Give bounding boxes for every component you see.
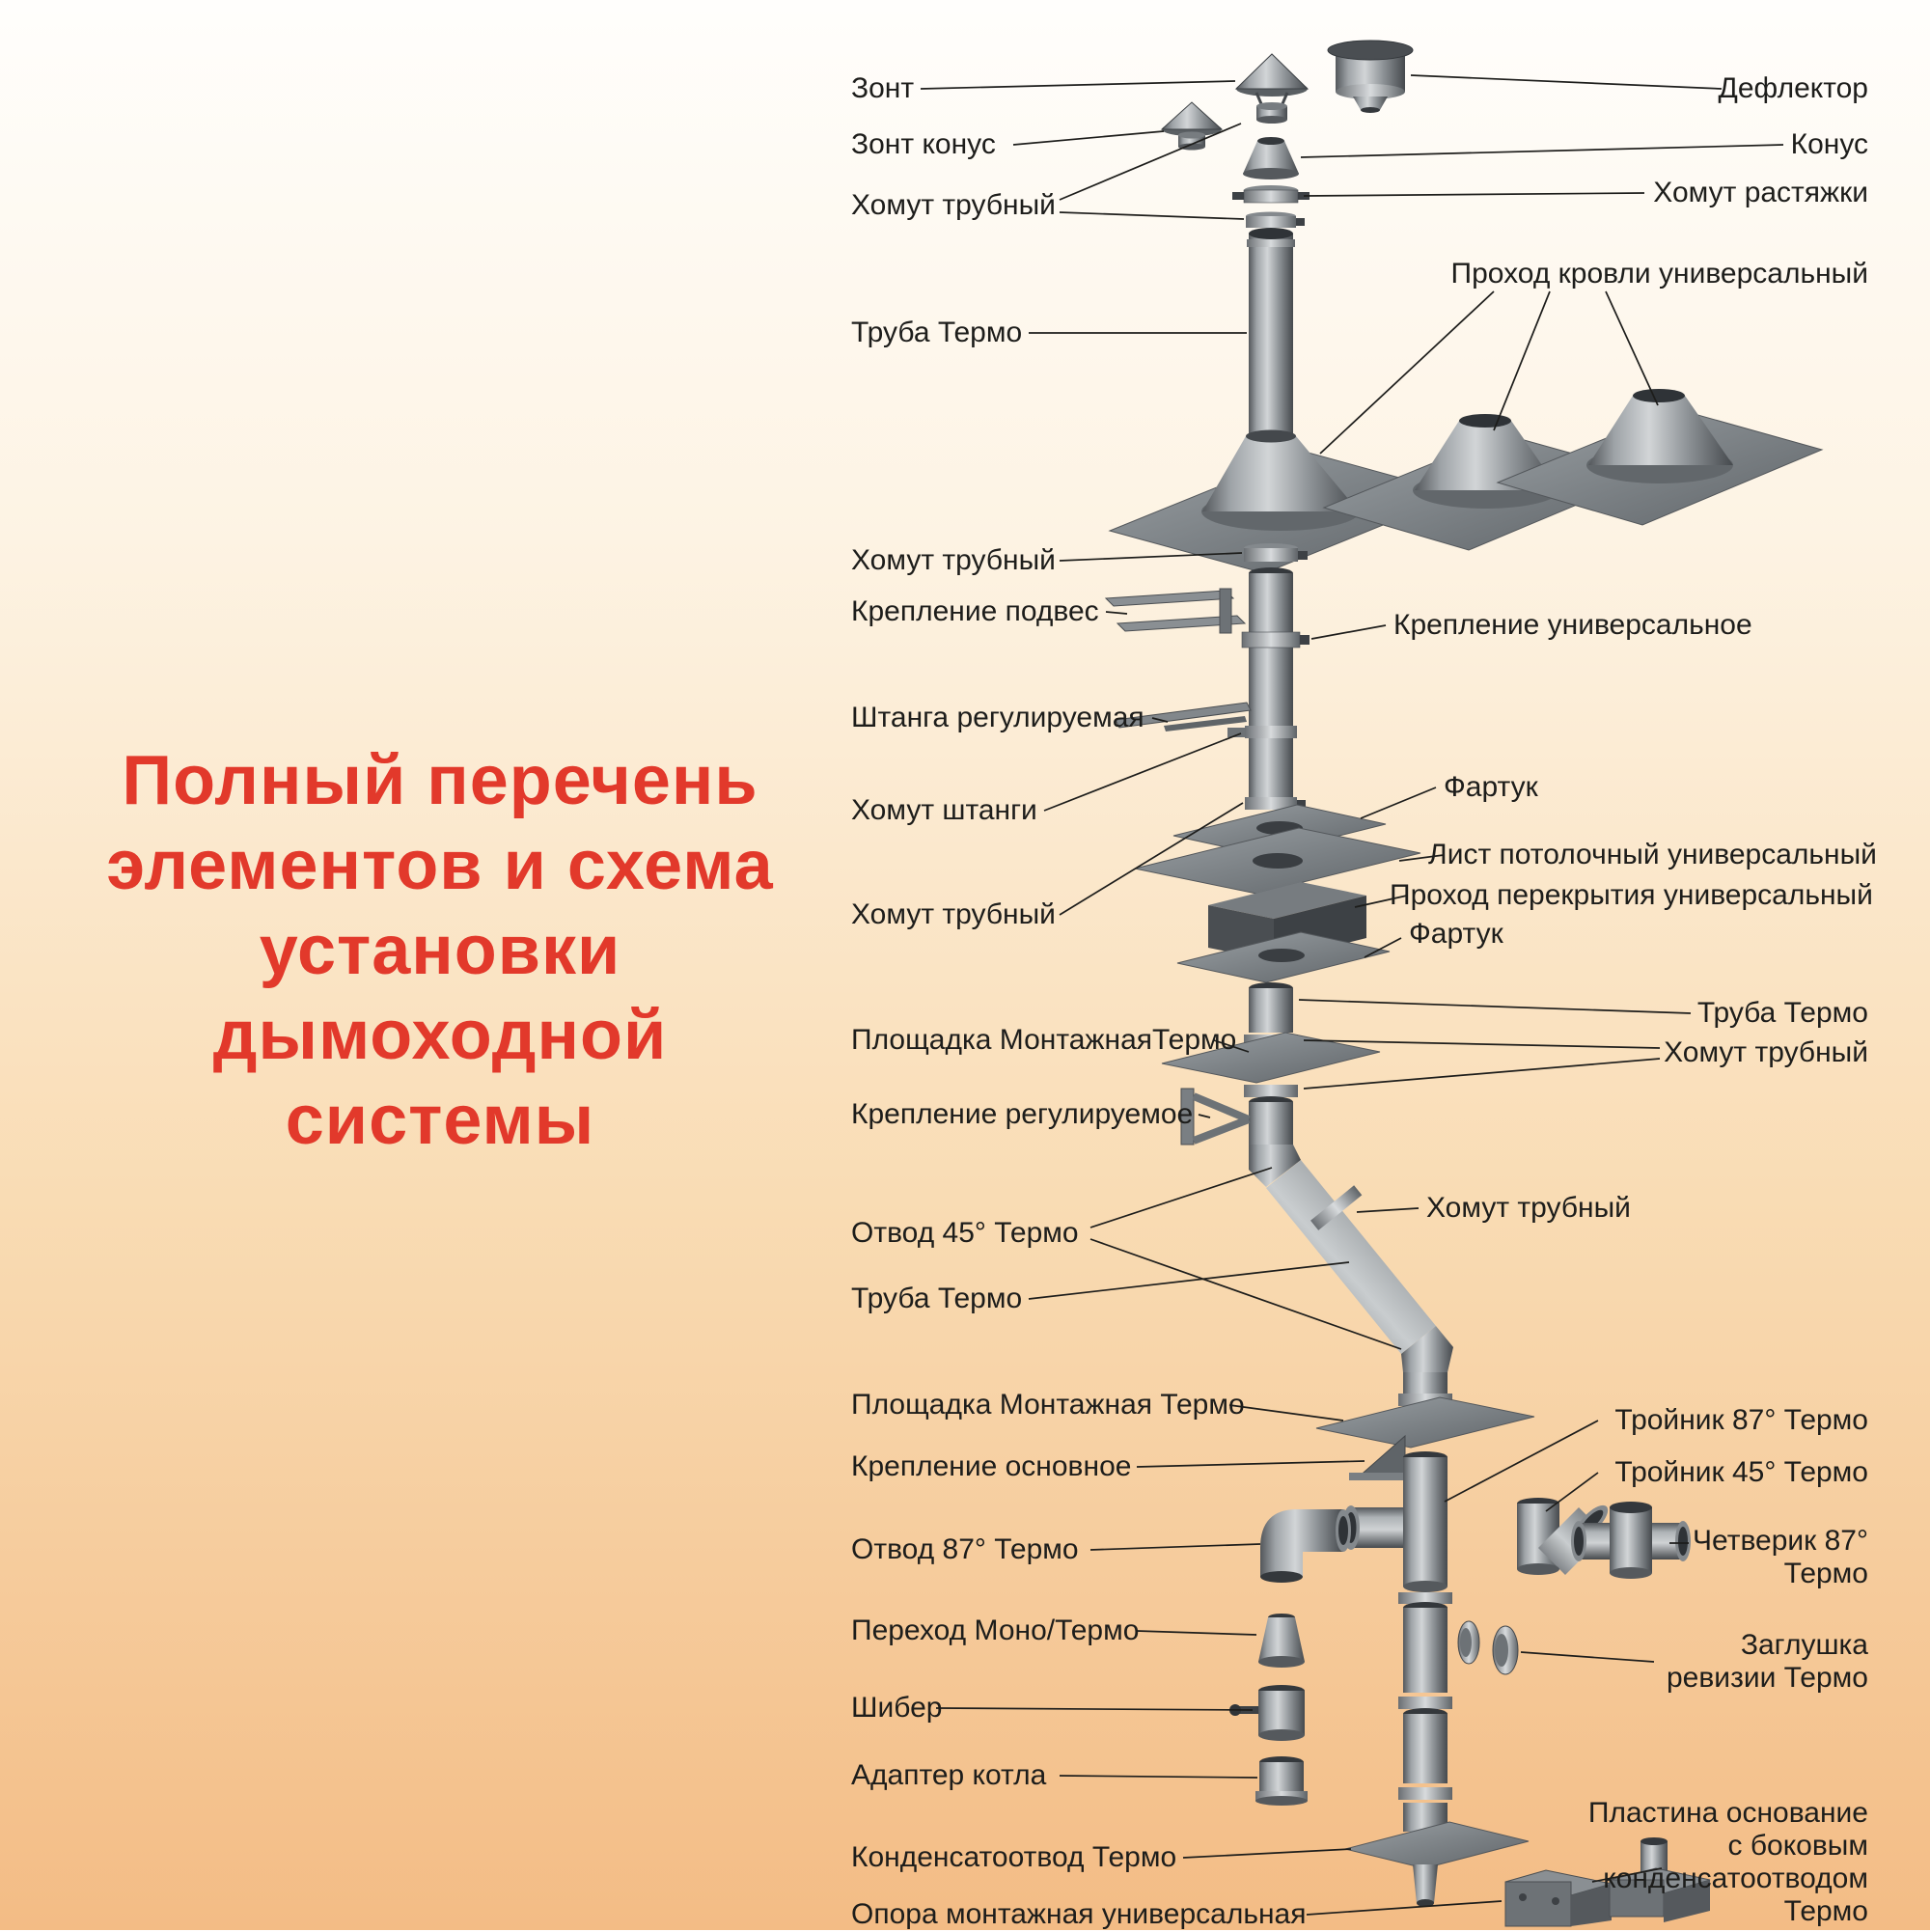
label-kondensatootvod: Конденсатоотвод Термо xyxy=(851,1841,1177,1873)
label-khomut-rastyazhki: Хомут растяжки xyxy=(1653,177,1868,208)
part-otvod-87 xyxy=(1260,1509,1351,1583)
part-zaglushka-revizii xyxy=(1457,1620,1519,1675)
title-line: системы xyxy=(285,1082,595,1159)
label-deflektor: Дефлектор xyxy=(1718,72,1868,104)
part-otvod-45-niz xyxy=(1401,1326,1453,1372)
label-adapter-kotla: Адаптер котла xyxy=(851,1759,1047,1791)
part-perekhod-mono-termo xyxy=(1258,1614,1305,1668)
part-kreplenie-universalnoe xyxy=(1241,631,1310,649)
label-kreplenie-osnovnoe: Крепление основное xyxy=(851,1450,1132,1482)
part-shiber xyxy=(1229,1685,1305,1741)
label-fartuk-1: Фартук xyxy=(1444,771,1538,803)
label-plastina-osnovanie: Пластина основание с боковым конденсатоо… xyxy=(1587,1797,1868,1927)
part-truba-termo-3 xyxy=(1249,982,1293,1033)
label-konus: Конус xyxy=(1790,128,1868,160)
label-otvod-45: Отвод 45° Термо xyxy=(851,1217,1079,1249)
part-zont xyxy=(1234,53,1310,124)
part-ploshchadka-montazhnaya-1 xyxy=(1161,1032,1381,1084)
part-truba-termo-1 xyxy=(1247,228,1295,438)
title-line: элементов и схема xyxy=(106,827,774,904)
part-konus xyxy=(1243,137,1299,179)
part-truba-naklonnaya xyxy=(1266,1160,1436,1354)
label-perekhod-mono-termo: Переход Моно/Термо xyxy=(851,1615,1140,1646)
part-chetverik-87 xyxy=(1571,1502,1691,1579)
part-khomut-shtangi xyxy=(1227,726,1297,738)
part-deflektor xyxy=(1327,40,1414,113)
part-prohod-krovli-1 xyxy=(1108,429,1461,574)
part-khomut-naklonny xyxy=(1310,1185,1363,1230)
label-ploshchadka-2: Площадка Монтажная Термо xyxy=(851,1389,1245,1421)
part-kreplenie-podves xyxy=(1104,588,1247,634)
part-otvod-45-verh xyxy=(1249,1145,1301,1187)
label-kreplenie-universalnoe: Крепление универсальное xyxy=(1393,609,1752,641)
part-khomut-trubny-3 xyxy=(1245,797,1306,810)
label-kreplenie-reguliruemoe: Крепление регулируемое xyxy=(851,1098,1194,1130)
part-truba-termo-4 xyxy=(1249,1096,1293,1148)
part-kreplenie-osnovnoe xyxy=(1349,1434,1407,1480)
label-khomut-trubny-3: Хомут трубный xyxy=(851,898,1056,930)
part-khomut-trubny-top xyxy=(1246,211,1305,228)
label-kreplenie-podves: Крепление подвес xyxy=(851,595,1099,627)
title-line: установки xyxy=(259,912,621,989)
label-zont-konus: Зонт конус xyxy=(851,128,996,160)
title-line: дымоходной xyxy=(212,997,668,1074)
label-khomut-trubny-r2: Хомут трубный xyxy=(1426,1192,1631,1224)
label-shiber: Шибер xyxy=(851,1692,943,1724)
part-truba-nizhnyaya xyxy=(1398,1592,1452,1832)
label-prohod-krovli: Проход кровли универсальный xyxy=(1450,258,1868,290)
part-khomut-trubny-5 xyxy=(1244,1085,1298,1097)
label-ploshchadka-1: Площадка МонтажнаяТермо xyxy=(851,1024,1237,1056)
part-kondensatootvod xyxy=(1344,1821,1530,1907)
label-zont: Зонт xyxy=(851,72,915,104)
label-khomut-trubny-1: Хомут трубный xyxy=(851,189,1056,221)
label-khomut-trubny-r1: Хомут трубный xyxy=(1664,1036,1868,1068)
part-khomut-trubny-2 xyxy=(1244,543,1308,562)
label-opora-montazhnaya: Опора монтажная универсальная xyxy=(851,1898,1307,1930)
part-kreplenie-reguliruemoe xyxy=(1180,1088,1251,1145)
part-adapter-kotla xyxy=(1255,1756,1308,1806)
label-zaglushka-revizii: Заглушка ревизии Термо xyxy=(1667,1629,1868,1694)
label-truba-termo-2: Труба Термо xyxy=(851,1283,1023,1314)
part-khomut-rastyazhki xyxy=(1232,185,1310,204)
label-chetverik-87: Четверик 87° Термо xyxy=(1693,1525,1868,1589)
title-line: Полный перечень xyxy=(122,742,758,819)
label-khomut-trubny-2: Хомут трубный xyxy=(851,544,1056,576)
label-otvod-87: Отвод 87° Термо xyxy=(851,1533,1079,1565)
part-fartuk-2 xyxy=(1176,931,1391,983)
part-zont-konus xyxy=(1160,101,1224,151)
label-list-potolochny: Лист потолочный универсальный xyxy=(1428,839,1877,870)
label-fartuk-2: Фартук xyxy=(1409,918,1503,950)
part-list-potolochny xyxy=(1134,827,1421,895)
page-title: Полный перечень элементов и схема устано… xyxy=(83,738,797,1163)
label-troinik-87: Тройник 87° Термо xyxy=(1614,1404,1868,1436)
part-truba-termo-2 xyxy=(1249,567,1293,806)
label-shtanga-reguliruemaya: Штанга регулируемая xyxy=(851,702,1144,733)
label-truba-termo-1: Труба Термо xyxy=(851,317,1023,348)
label-troinik-45: Тройник 45° Термо xyxy=(1614,1456,1868,1488)
part-ploshchadka-montazhnaya-2 xyxy=(1315,1396,1535,1449)
label-prohod-perekrytiya: Проход перекрытия универсальный xyxy=(1390,879,1873,911)
part-opora-montazhnaya xyxy=(1504,1869,1613,1927)
label-truba-termo-r: Труба Термо xyxy=(1696,997,1868,1029)
part-prohod-krovli-3 xyxy=(1496,389,1824,526)
part-plastina-osnovanie xyxy=(1609,1837,1711,1922)
part-shtanga-reguliruemaya xyxy=(1115,702,1252,731)
leader-lines xyxy=(920,74,1784,1916)
label-khomut-shtangi: Хомут штанги xyxy=(851,794,1037,826)
